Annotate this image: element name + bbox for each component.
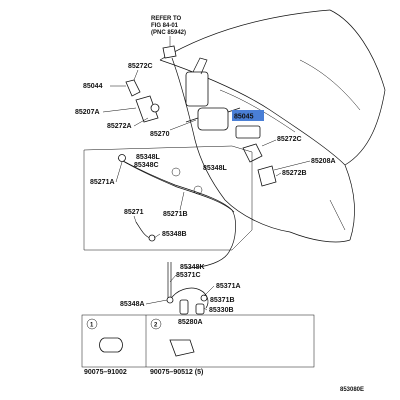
label-85272A[interactable]: 85272A: [107, 123, 132, 130]
label-85371B[interactable]: 85371B: [210, 297, 235, 304]
svg-text:2: 2: [154, 323, 158, 329]
label-85272B[interactable]: 85272B: [282, 170, 307, 177]
vehicle-body-outline: [159, 9, 386, 243]
label-85207A[interactable]: 85207A: [75, 109, 100, 116]
clip-part-2: 2: [150, 318, 195, 357]
label-85348L-a[interactable]: 85348L: [136, 154, 160, 161]
footer-code: 853080E: [340, 387, 364, 393]
refer-note: REFER TO FIG 84-01 (PNC 85942): [151, 16, 186, 46]
label-85348A[interactable]: 85348A: [120, 301, 145, 308]
label-90075-91002[interactable]: 90075–91002: [84, 369, 127, 376]
label-85272C-top[interactable]: 85272C: [128, 63, 153, 70]
label-85348C[interactable]: 85348C: [134, 162, 159, 169]
part-85045-highlight[interactable]: [232, 110, 264, 121]
label-85271B[interactable]: 85271B: [163, 211, 188, 218]
label-85044[interactable]: 85044: [83, 83, 103, 90]
label-85280A[interactable]: 85280A: [178, 319, 203, 326]
label-85348B[interactable]: 85348B: [162, 231, 187, 238]
jet-nozzle-right: [242, 143, 277, 187]
lower-hose: [166, 262, 209, 315]
svg-text:REFER TO: REFER TO: [151, 16, 182, 22]
label-85045[interactable]: 85045: [234, 114, 254, 121]
label-85371A[interactable]: 85371A: [216, 283, 241, 290]
label-85272C-right[interactable]: 85272C: [277, 136, 302, 143]
harness-frame: [83, 145, 253, 251]
svg-text:(PNC 85942): (PNC 85942): [151, 30, 186, 36]
svg-text:FIG 84-01: FIG 84-01: [151, 23, 179, 29]
svg-text:1: 1: [90, 323, 94, 329]
clip-part-1: 1: [86, 318, 123, 353]
washer-motor-assembly: [185, 57, 261, 139]
label-85330B[interactable]: 85330B: [209, 307, 234, 314]
inset-frame: [81, 314, 315, 368]
label-85371C[interactable]: 85371C: [176, 272, 201, 279]
label-85270[interactable]: 85270: [150, 131, 170, 138]
label-85271A[interactable]: 85271A: [90, 179, 115, 186]
label-85271[interactable]: 85271: [124, 209, 144, 216]
label-85348L-b[interactable]: 85348L: [203, 165, 227, 172]
bracket-parts: [125, 45, 177, 123]
label-90075-90512[interactable]: 90075–90512 (5): [150, 369, 203, 376]
washer-hose: [117, 154, 236, 269]
label-85208A[interactable]: 85208A: [311, 158, 336, 165]
label-85348K[interactable]: 85348K: [180, 264, 205, 271]
